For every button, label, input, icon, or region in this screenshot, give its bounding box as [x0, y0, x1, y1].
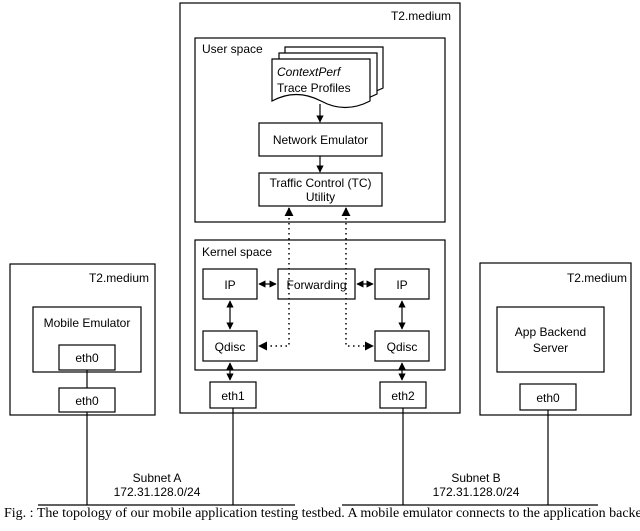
left-host-title: T2.medium: [89, 271, 149, 285]
tc-utility-label-line1: Traffic Control (TC): [269, 176, 371, 190]
emulator-eth0-box: [58, 344, 116, 371]
qdisc-left-label: Qdisc: [215, 340, 246, 354]
user-space-title: User space: [202, 42, 263, 56]
trace-profiles-label: Trace Profiles: [277, 81, 351, 95]
subnet-b-name: Subnet B: [451, 471, 500, 485]
ip-right-label: IP: [396, 278, 407, 292]
figure-caption: Fig. : The topology of our mobile applic…: [4, 506, 640, 521]
trace-profiles-name: ContextPerf: [277, 65, 342, 79]
app-backend-label-line2: Server: [533, 341, 568, 355]
subnet-b-cidr: 172.31.128.0/24: [433, 485, 520, 499]
ip-left-box: [202, 268, 258, 300]
kernel-space-title: Kernel space: [202, 245, 272, 259]
left-eth0-box: [58, 387, 116, 413]
eth2-box: [379, 381, 427, 409]
tc-to-qdisc-left-dotted: [258, 207, 294, 351]
eth2-label: eth2: [391, 389, 415, 403]
qdisc-left-box: [202, 330, 258, 362]
left-eth0-label: eth0: [75, 394, 99, 408]
network-emulator-box: [258, 122, 383, 157]
subnet-a-name: Subnet A: [133, 471, 182, 485]
mobile-emulator-label: Mobile Emulator: [44, 316, 131, 330]
network-emulator-label: Network Emulator: [273, 133, 368, 147]
subnet-a-cidr: 172.31.128.0/24: [114, 485, 201, 499]
center-host-title: T2.medium: [391, 9, 451, 23]
app-backend-label-line1: App Backend: [515, 325, 586, 339]
emulator-eth0-label: eth0: [75, 351, 99, 365]
qdisc-right-box: [374, 330, 430, 362]
right-eth0-label: eth0: [536, 391, 560, 405]
tc-to-qdisc-right-dotted: [341, 207, 374, 351]
tc-utility-box: [258, 172, 383, 207]
ip-right-box: [374, 268, 430, 300]
eth1-box: [209, 381, 257, 409]
tc-utility-label-line2: Utility: [306, 190, 335, 204]
trace-profiles-stack: [271, 46, 384, 109]
right-host-title: T2.medium: [567, 271, 627, 285]
eth1-label: eth1: [221, 389, 245, 403]
forwarding-label: Forwarding: [286, 278, 346, 292]
app-backend-box: [496, 306, 605, 373]
ip-left-label: IP: [224, 278, 235, 292]
qdisc-right-label: Qdisc: [387, 340, 418, 354]
